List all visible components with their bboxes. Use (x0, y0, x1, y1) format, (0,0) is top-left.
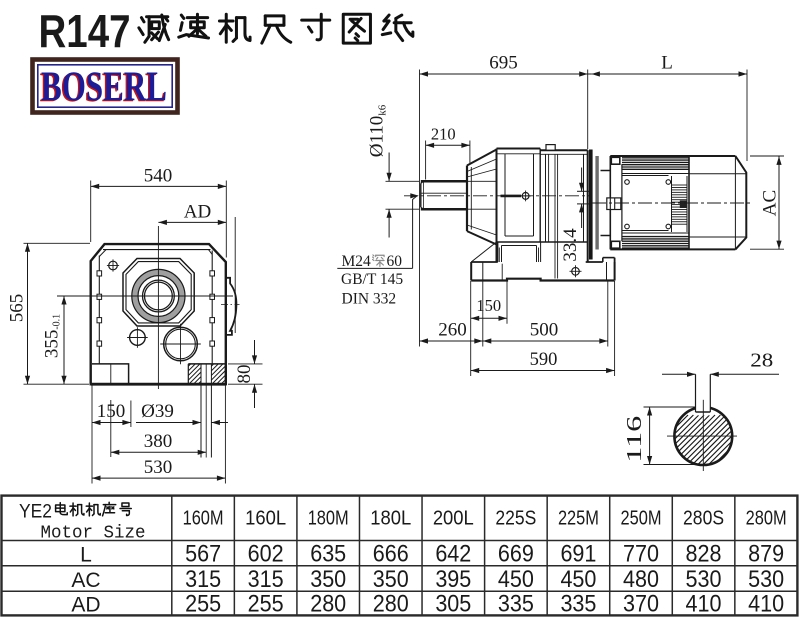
svg-text:250M: 250M (621, 508, 662, 530)
svg-text:80: 80 (234, 365, 255, 384)
svg-text:669: 669 (498, 541, 534, 568)
svg-text:AC: AC (71, 569, 100, 592)
svg-text:530: 530 (144, 457, 173, 478)
svg-text:AD: AD (184, 202, 211, 223)
svg-text:160M: 160M (183, 508, 224, 530)
svg-text:450: 450 (498, 566, 534, 593)
svg-text:370: 370 (623, 591, 659, 617)
svg-text:150: 150 (476, 296, 501, 315)
svg-text:255: 255 (248, 591, 284, 617)
svg-text:315: 315 (185, 566, 221, 593)
svg-text:500: 500 (530, 320, 559, 341)
svg-text:395: 395 (435, 566, 471, 593)
svg-text:695: 695 (489, 53, 518, 74)
svg-text:565: 565 (7, 294, 28, 323)
svg-text:335: 335 (498, 591, 534, 617)
svg-text:AC: AC (760, 190, 781, 216)
svg-text:260: 260 (438, 320, 467, 341)
svg-text:280: 280 (310, 591, 346, 617)
svg-text:AD: AD (71, 594, 100, 617)
svg-text:350: 350 (310, 566, 346, 593)
svg-text:350: 350 (373, 566, 409, 593)
svg-text:770: 770 (623, 541, 659, 568)
svg-text:450: 450 (560, 566, 596, 593)
svg-text:280: 280 (373, 591, 409, 617)
svg-text:410: 410 (686, 591, 722, 617)
svg-text:530: 530 (748, 566, 784, 593)
svg-text:L: L (80, 544, 92, 567)
svg-text:480: 480 (623, 566, 659, 593)
svg-text:116: 116 (622, 416, 646, 463)
svg-text:M24: M24 (342, 253, 372, 270)
svg-text:Ø110k6: Ø110k6 (367, 104, 389, 157)
svg-text:DIN 332: DIN 332 (342, 291, 397, 308)
svg-text:160L: 160L (245, 508, 286, 530)
svg-text:642: 642 (435, 541, 471, 568)
svg-text:Motor Size: Motor Size (41, 523, 146, 544)
svg-text:635: 635 (310, 541, 346, 568)
svg-text:255: 255 (185, 591, 221, 617)
svg-text:666: 666 (373, 541, 409, 568)
svg-text:225S: 225S (495, 508, 536, 530)
svg-text:305: 305 (435, 591, 471, 617)
svg-text:180L: 180L (370, 508, 411, 530)
svg-text:828: 828 (686, 541, 722, 568)
svg-text:280M: 280M (746, 508, 787, 530)
svg-text:691: 691 (560, 541, 596, 568)
svg-text:602: 602 (248, 541, 284, 568)
svg-text:60: 60 (387, 253, 403, 270)
svg-text:879: 879 (748, 541, 784, 568)
svg-text:GB/T 145: GB/T 145 (341, 271, 403, 288)
svg-text:530: 530 (686, 566, 722, 593)
svg-text:33.4: 33.4 (560, 228, 581, 262)
svg-text:R147: R147 (39, 5, 131, 57)
svg-text:200L: 200L (433, 508, 474, 530)
svg-text:540: 540 (144, 166, 173, 187)
svg-text:225M: 225M (558, 508, 599, 530)
svg-text:380: 380 (144, 431, 173, 452)
svg-text:210: 210 (431, 125, 456, 144)
svg-text:410: 410 (748, 591, 784, 617)
svg-text:Ø39: Ø39 (141, 401, 174, 422)
svg-text:280S: 280S (683, 508, 724, 530)
svg-text:315: 315 (248, 566, 284, 593)
svg-text:L: L (661, 53, 673, 74)
svg-text:28: 28 (750, 349, 773, 371)
svg-text:YE2: YE2 (19, 501, 52, 523)
svg-text:BOSERL: BOSERL (41, 64, 167, 111)
svg-text:590: 590 (530, 350, 558, 370)
svg-text:BOSERL: BOSERL (40, 65, 166, 112)
svg-text:180M: 180M (308, 508, 349, 530)
svg-text:567: 567 (185, 541, 221, 568)
svg-text:335: 335 (560, 591, 596, 617)
